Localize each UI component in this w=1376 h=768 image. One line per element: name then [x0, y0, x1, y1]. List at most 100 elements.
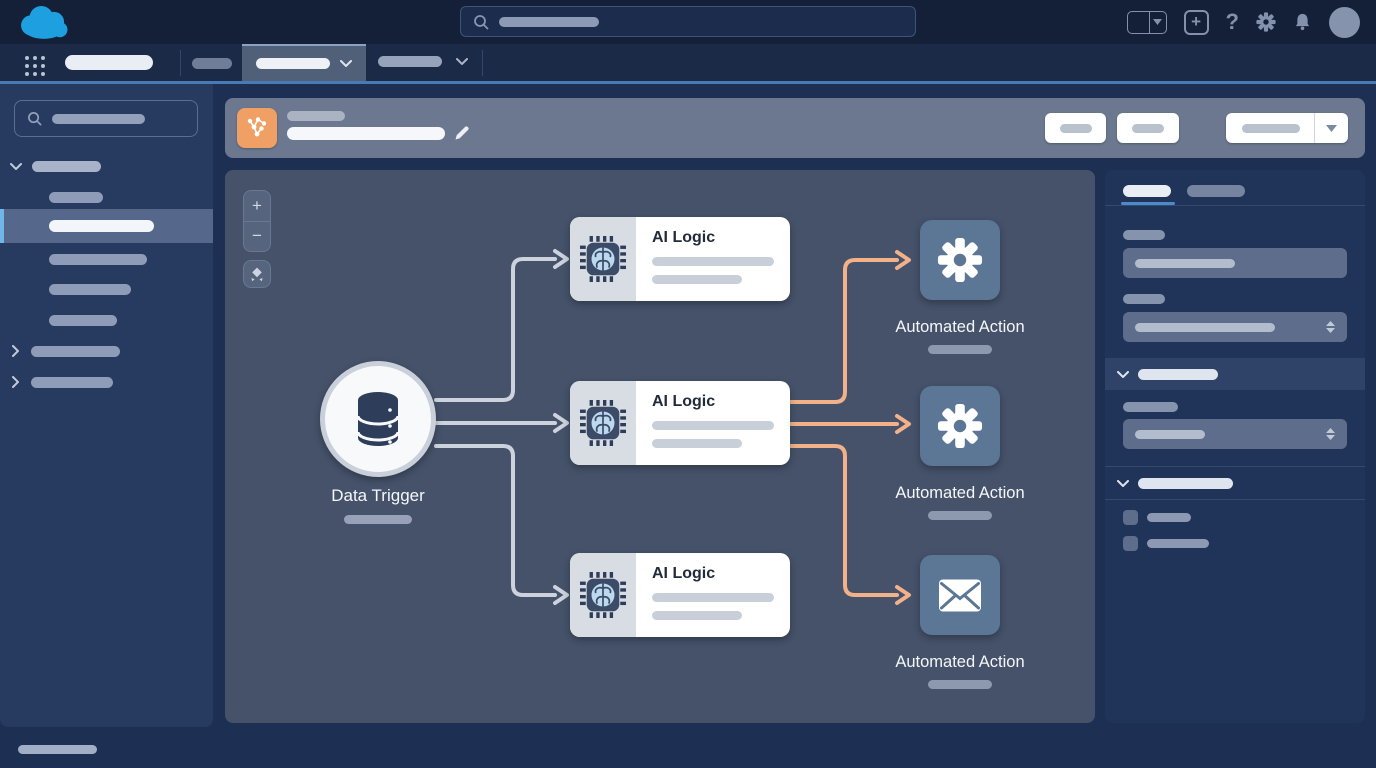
- notifications-button[interactable]: [1293, 12, 1312, 32]
- app-nav-bar: [0, 44, 1376, 84]
- tree-label-placeholder: [49, 253, 147, 265]
- field-label-placeholder: [1123, 294, 1165, 304]
- tree-label-placeholder: [49, 314, 117, 326]
- stepper-icon[interactable]: [1326, 321, 1335, 333]
- node-data-trigger[interactable]: [320, 361, 436, 477]
- app-launcher-icon[interactable]: [25, 56, 46, 77]
- node-line-placeholder: [652, 593, 774, 602]
- gear-icon: [937, 403, 983, 449]
- select-input[interactable]: [1123, 312, 1347, 342]
- panel-tab-active[interactable]: [1123, 185, 1171, 197]
- tree-label-placeholder: [49, 191, 103, 203]
- node-title: AI Logic: [652, 565, 716, 582]
- node-ai-logic-2[interactable]: AI Logic: [570, 381, 790, 465]
- database-icon: [356, 392, 400, 446]
- header-action-button-1[interactable]: [1045, 113, 1106, 143]
- tree-label-placeholder: [31, 376, 113, 388]
- field-label-placeholder: [1123, 402, 1178, 412]
- tree-item[interactable]: [0, 277, 213, 301]
- view-switcher-button[interactable]: [1126, 10, 1167, 34]
- node-ai-logic-3[interactable]: AI Logic: [570, 553, 790, 637]
- checkbox-icon[interactable]: [1123, 536, 1138, 551]
- node-title: AI Logic: [652, 229, 716, 246]
- tree-group-collapsed[interactable]: [0, 339, 213, 363]
- help-button[interactable]: ?: [1226, 9, 1239, 35]
- chevron-down-icon: [340, 60, 352, 67]
- nav-tab-1[interactable]: [192, 58, 232, 69]
- flow-icon: [247, 117, 267, 137]
- record-title-placeholder: [287, 127, 445, 140]
- section-header-expanded[interactable]: [1105, 467, 1365, 499]
- divider: [1105, 466, 1365, 467]
- node-label: Data Trigger: [331, 486, 425, 505]
- tree-item-selected[interactable]: [0, 209, 213, 243]
- bell-icon: [1295, 13, 1310, 31]
- section-header-expanded[interactable]: [1105, 358, 1365, 390]
- button-label-placeholder: [1242, 123, 1300, 133]
- header-action-button-2[interactable]: [1117, 113, 1179, 143]
- checkbox-icon[interactable]: [1123, 510, 1138, 525]
- footer-status-placeholder: [18, 745, 97, 754]
- app-name-placeholder[interactable]: [65, 55, 153, 70]
- node-sublabel-placeholder: [928, 680, 992, 689]
- nav-tab-3[interactable]: [378, 56, 468, 67]
- edit-pencil-icon[interactable]: [453, 124, 471, 142]
- flow-connectors: [434, 249, 911, 605]
- tree-item[interactable]: [0, 308, 213, 332]
- node-ai-logic-1[interactable]: AI Logic: [570, 217, 790, 301]
- node-automated-action-3[interactable]: [920, 555, 1000, 635]
- tree-label-placeholder: [32, 160, 101, 172]
- node-line-placeholder: [652, 439, 742, 448]
- node-label: Automated Action: [895, 484, 1025, 502]
- node-automated-action-1[interactable]: [920, 220, 1000, 300]
- salesforce-cloud-logo-icon: [21, 5, 68, 39]
- field-label-placeholder: [1123, 230, 1165, 240]
- chevron-down-icon: [10, 162, 22, 170]
- chevron-right-icon: [12, 345, 19, 357]
- search-placeholder: [499, 16, 599, 27]
- text-input[interactable]: [1123, 248, 1347, 278]
- nav-tab-2-active[interactable]: [242, 44, 366, 81]
- user-avatar[interactable]: [1329, 6, 1360, 38]
- tree-group-expanded[interactable]: [0, 154, 213, 178]
- record-header: [225, 98, 1365, 158]
- properties-panel: [1105, 170, 1365, 723]
- search-placeholder: [52, 113, 145, 124]
- divider: [1105, 499, 1365, 500]
- caret-down-icon: [1150, 19, 1166, 25]
- tree-item[interactable]: [0, 247, 213, 271]
- tree-group-collapsed[interactable]: [0, 370, 213, 394]
- fit-view-button[interactable]: [243, 260, 271, 288]
- search-icon: [474, 14, 489, 29]
- tree-item[interactable]: [0, 185, 213, 209]
- node-label: Automated Action: [895, 653, 1025, 671]
- active-tab-label-placeholder: [256, 58, 330, 69]
- header-split-button[interactable]: [1226, 113, 1348, 143]
- checkbox-row[interactable]: [1123, 536, 1209, 551]
- checkbox-row[interactable]: [1123, 510, 1191, 525]
- edge-ai2-action1: [788, 258, 899, 404]
- nav-divider: [180, 50, 181, 76]
- global-search-input[interactable]: [460, 6, 916, 37]
- zoom-out-button[interactable]: −: [244, 222, 270, 252]
- button-label-placeholder: [1132, 123, 1164, 133]
- panel-tab-inactive[interactable]: [1187, 185, 1245, 197]
- node-automated-action-2[interactable]: [920, 386, 1000, 466]
- sidebar-search-input[interactable]: [14, 100, 198, 137]
- caret-down-icon[interactable]: [1315, 124, 1348, 132]
- zoom-controls: + −: [243, 190, 271, 252]
- button-label-placeholder: [1059, 123, 1092, 133]
- node-sublabel-placeholder: [344, 515, 412, 524]
- left-navigation-panel: [0, 84, 213, 727]
- add-button[interactable]: +: [1183, 9, 1209, 35]
- search-icon: [28, 112, 42, 126]
- chevron-down-icon: [1117, 479, 1129, 487]
- edge-trigger-ai1: [434, 257, 557, 402]
- stepper-icon[interactable]: [1326, 428, 1335, 440]
- flow-canvas[interactable]: + − Data Trigger: [225, 170, 1095, 723]
- zoom-in-button[interactable]: +: [244, 191, 270, 222]
- select-input[interactable]: [1123, 419, 1347, 449]
- envelope-icon: [939, 579, 981, 611]
- chevron-right-icon: [12, 376, 19, 388]
- settings-button[interactable]: [1256, 12, 1276, 32]
